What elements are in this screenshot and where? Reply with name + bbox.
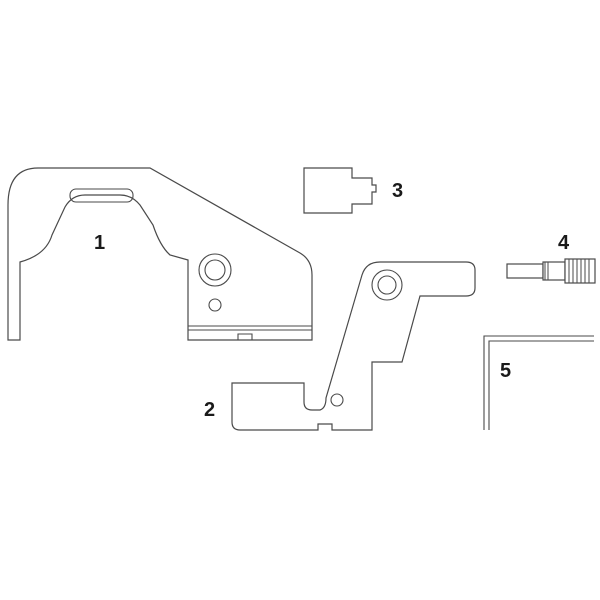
- part-2-label: 2: [204, 399, 215, 421]
- part-2-bushing-inner: [377, 275, 397, 295]
- part-1-label: 1: [94, 232, 105, 254]
- part-1-bushing-inner: [204, 259, 226, 281]
- part-4-shaft: [506, 263, 544, 279]
- part-1-small-hole: [208, 298, 222, 312]
- part-2-small-hole: [330, 393, 344, 407]
- part-1-bottom-notch: [237, 333, 253, 340]
- part-4-label: 4: [558, 232, 570, 254]
- part-1-top-slot: [69, 188, 134, 203]
- part-4-shoulder: [542, 261, 566, 281]
- part-2-bushing-outer: [371, 269, 403, 301]
- part-4-knurl-lines: [544, 259, 590, 283]
- part-5-label: 5: [500, 360, 511, 382]
- part-2-outline: [231, 261, 476, 431]
- part-3-outline: [303, 167, 377, 214]
- part-1-bracket: [7, 167, 313, 341]
- part-1-outline: [7, 167, 313, 341]
- part-5-angle: [483, 335, 594, 430]
- part-3-label: 3: [392, 180, 403, 202]
- part-1-bushing-outer: [198, 253, 232, 287]
- part-3-tab: [303, 167, 377, 214]
- part-4-knurl-head: [564, 258, 596, 284]
- part-2-lever: [231, 261, 476, 431]
- part-5-inner-edge: [488, 340, 594, 430]
- part-5-outer-edge: [483, 335, 594, 430]
- part-4-pin: [506, 258, 596, 284]
